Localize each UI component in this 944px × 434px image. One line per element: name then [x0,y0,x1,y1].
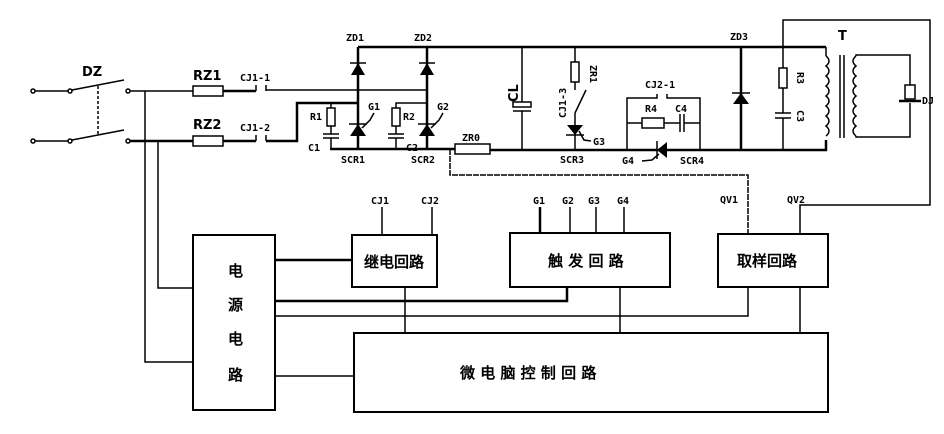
g2-pin-label: G2 [562,196,574,207]
load-dj [904,84,916,100]
cj1-pin-label: CJ1 [371,196,389,207]
r3-label: R3 [794,72,805,84]
g1-label: G1 [368,102,380,113]
breaker-dz [30,79,131,144]
g4-label: G4 [622,156,634,167]
breaker-label: DZ [82,65,102,80]
transformer-t [824,47,911,138]
trigger-circuit-block [509,232,671,288]
r2-label: R2 [403,112,415,123]
zener-zd2 [420,63,434,75]
contact-cj1-1-label: CJ1-1 [240,73,270,84]
qv1-pin-label: QV1 [720,195,738,206]
scr3 [567,125,583,135]
mcu-control-label: 微 电 脑 控 制 回 路 [459,364,597,382]
g1-pin-label: G1 [533,196,545,207]
r1-label: R1 [310,112,322,123]
c3-label: C3 [794,110,805,122]
fuse-rz1-label: RZ1 [193,69,221,84]
resistor-r4 [641,117,665,129]
zd3-label: ZD3 [730,32,748,43]
scr4 [657,142,667,158]
power-char-4: 路 [228,366,244,384]
power-supply-block [192,234,276,411]
resistor-r2 [391,107,401,127]
resistor-zr1 [570,61,580,83]
contact-cj1-2-label: CJ1-2 [240,123,270,134]
r4-label: R4 [645,104,657,115]
mcu-control-block [353,332,829,413]
relay-circuit-label: 继电回路 [364,253,425,271]
cj2-1-label: CJ2-1 [645,80,675,91]
scr4-label: SCR4 [680,156,704,167]
contact-cj1-3 [574,89,587,114]
g3-label: G3 [593,137,605,148]
power-char-3: 电 [228,330,243,348]
zr1-label: ZR1 [587,65,598,83]
zd1-label: ZD1 [346,33,364,44]
scr1 [350,124,366,136]
trigger-circuit-label: 触 发 回 路 [548,252,625,270]
sampling-circuit-label: 取样回路 [737,252,798,270]
g3-pin-label: G3 [588,196,600,207]
zd2-label: ZD2 [414,33,432,44]
zr0-label: ZR0 [462,133,480,144]
fuse-rz2-label: RZ2 [193,118,221,133]
scr1-label: SCR1 [341,155,365,166]
sampling-circuit-block [717,233,829,288]
scr3-label: SCR3 [560,155,584,166]
cl-label: CL [507,84,522,102]
cj1-3-label: CJ1-3 [558,88,569,118]
power-char-2: 源 [228,296,243,314]
resistor-zr0 [454,143,491,155]
capacitor-cl [512,101,532,108]
fuse-rz2 [192,135,224,147]
scr2-label: SCR2 [411,155,435,166]
dj-label: DJ [922,96,934,107]
resistor-r1 [326,107,336,127]
scr2 [419,124,435,136]
c4-label: C4 [675,104,687,115]
zener-zd3 [733,93,749,104]
qv2-pin-label: QV2 [787,195,805,206]
zener-zd1 [351,63,365,75]
g2-label: G2 [437,102,449,113]
fuse-rz1 [192,85,224,97]
c1-label: C1 [308,143,320,154]
cj2-pin-label: CJ2 [421,196,439,207]
transformer-label: T [838,29,847,44]
c2-label: C2 [406,143,418,154]
power-char-1: 电 [228,262,243,280]
resistor-r3 [778,67,788,89]
g4-pin-label: G4 [617,196,629,207]
